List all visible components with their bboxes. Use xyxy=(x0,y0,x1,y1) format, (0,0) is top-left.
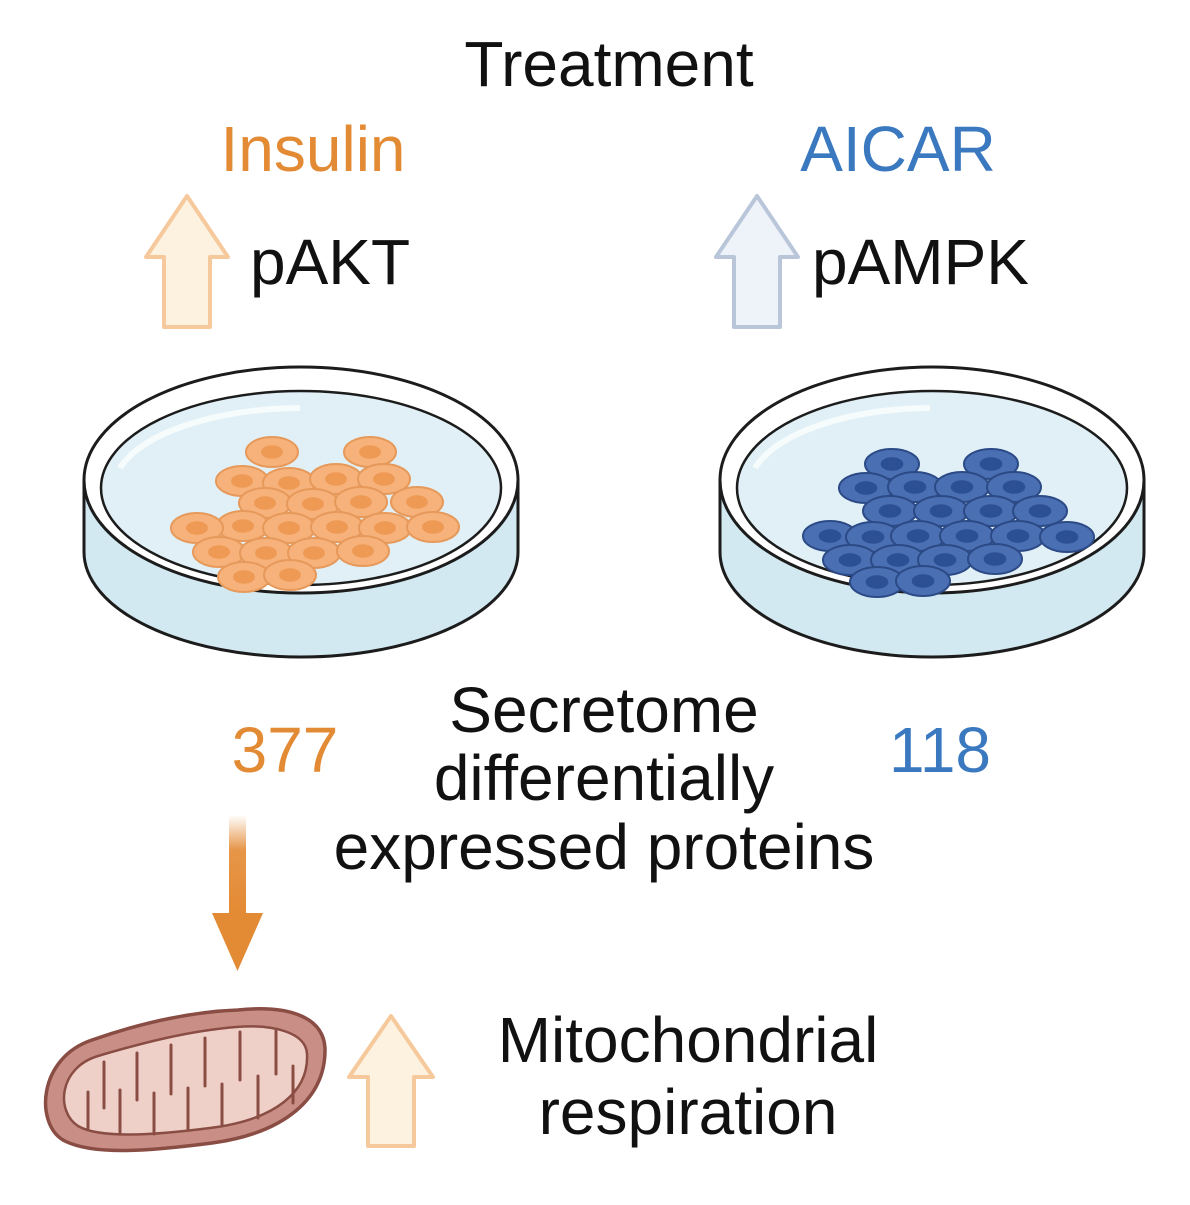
mitochondrion-icon xyxy=(43,1007,327,1153)
cell xyxy=(849,566,905,598)
cell-cluster-aicar xyxy=(802,448,1095,598)
secretome-line-1: Secretome xyxy=(449,674,759,746)
cell xyxy=(263,559,317,591)
up-arrow-icon-pakt xyxy=(144,194,230,329)
cell xyxy=(406,511,460,543)
marker-label-pampk: pAMPK xyxy=(812,226,1029,298)
up-arrow-icon-respiration xyxy=(347,1014,435,1148)
down-arrow-icon xyxy=(212,815,263,971)
cell xyxy=(822,544,878,576)
treatment-label-insulin: Insulin xyxy=(220,113,406,185)
cell xyxy=(864,448,920,480)
marker-label-pakt: pAKT xyxy=(250,226,411,298)
cell xyxy=(262,512,316,544)
cell xyxy=(838,472,894,504)
cell xyxy=(309,463,363,495)
cell xyxy=(986,471,1042,503)
outcome-line-1: Mitochondrial xyxy=(497,1004,879,1076)
cell xyxy=(286,488,340,520)
secretome-line-3: expressed proteins xyxy=(333,810,875,883)
up-arrow-icon-pampk xyxy=(714,194,800,329)
secretome-line-2: differentially xyxy=(433,742,775,815)
cell xyxy=(895,565,951,597)
cell xyxy=(334,486,388,518)
outcome-line-2: respiration xyxy=(538,1075,838,1148)
cell xyxy=(1012,495,1068,527)
petri-dish-icon-aicar xyxy=(718,365,1146,659)
protein-count-aicar: 118 xyxy=(888,714,992,786)
cell-cluster-insulin xyxy=(170,436,460,593)
treatment-label-aicar: AICAR xyxy=(800,113,996,185)
cell xyxy=(245,436,299,468)
cell xyxy=(336,535,390,567)
cell xyxy=(845,521,901,553)
cell xyxy=(217,561,271,593)
cell xyxy=(967,543,1023,575)
cell xyxy=(1039,521,1095,553)
protein-count-insulin: 377 xyxy=(231,714,339,786)
secretome-label: Secretome differentially expressed prote… xyxy=(254,674,954,883)
petri-dish-icon-insulin xyxy=(82,365,520,659)
cell xyxy=(963,495,1019,527)
outcome-label: Mitochondrial respiration xyxy=(388,1004,988,1148)
diagram-title: Treatment xyxy=(464,28,754,100)
cell xyxy=(343,436,397,468)
